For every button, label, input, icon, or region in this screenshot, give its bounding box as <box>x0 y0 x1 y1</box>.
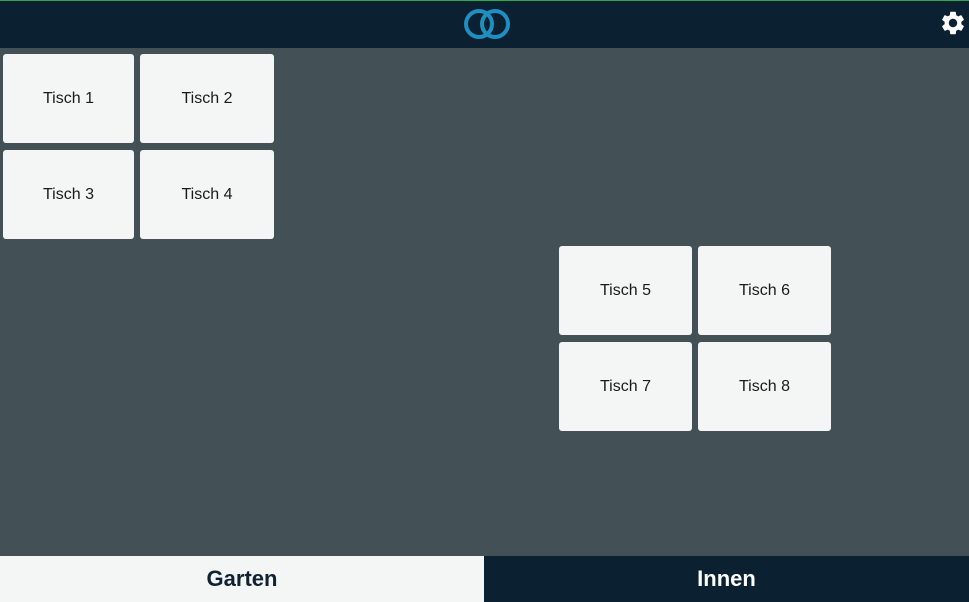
linked-rings-logo-icon <box>464 9 510 39</box>
table-button-4[interactable]: Tisch 4 <box>140 150 274 239</box>
table-label: Tisch 2 <box>181 89 233 107</box>
table-label: Tisch 4 <box>181 185 233 203</box>
table-label: Tisch 7 <box>600 377 651 395</box>
gear-icon[interactable] <box>939 9 967 37</box>
table-button-5[interactable]: Tisch 5 <box>559 246 692 335</box>
table-label: Tisch 3 <box>43 185 94 203</box>
table-button-2[interactable]: Tisch 2 <box>140 54 274 143</box>
tab-label: Garten <box>206 566 278 591</box>
table-button-1[interactable]: Tisch 1 <box>3 54 134 143</box>
table-button-8[interactable]: Tisch 8 <box>698 342 831 431</box>
top-accent-line <box>0 0 969 1</box>
tab-label: Innen <box>697 566 756 591</box>
app-header <box>0 1 969 48</box>
table-floor-plan: Tisch 1 Tisch 2 Tisch 3 Tisch 4 Tisch 5 … <box>0 48 969 556</box>
table-label: Tisch 8 <box>739 377 790 395</box>
table-label: Tisch 1 <box>43 89 94 107</box>
table-button-6[interactable]: Tisch 6 <box>698 246 831 335</box>
table-button-3[interactable]: Tisch 3 <box>3 150 134 239</box>
tab-garten[interactable]: Garten <box>0 556 484 602</box>
area-tabs: Garten Innen <box>0 556 969 602</box>
tab-innen[interactable]: Innen <box>484 556 969 602</box>
table-label: Tisch 5 <box>600 281 651 299</box>
table-button-7[interactable]: Tisch 7 <box>559 342 692 431</box>
table-label: Tisch 6 <box>739 281 790 299</box>
